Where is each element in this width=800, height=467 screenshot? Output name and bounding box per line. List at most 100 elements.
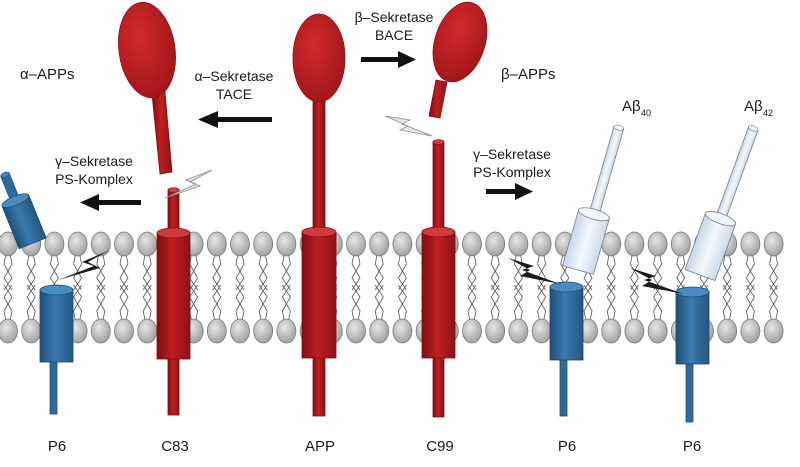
lipid-head: [230, 231, 250, 257]
abeta42-label-main: Aβ: [744, 98, 763, 115]
p6-mid-label: P6: [558, 438, 576, 455]
lipid-head: [647, 231, 668, 257]
lipid-tail: [189, 284, 199, 324]
gamma-cleavage-bolt-mid: [508, 258, 560, 284]
p6-left-fragment: [39, 284, 74, 415]
lipid-tail: [606, 251, 616, 291]
lipid-head: [531, 318, 552, 344]
lipid-head: [230, 318, 250, 344]
gamma-cleavage-bolt-right: [630, 268, 684, 294]
lipid-tail: [119, 284, 129, 324]
lipid-head: [392, 231, 413, 257]
lipid-tail: [745, 284, 755, 324]
lipid-tail: [351, 251, 361, 291]
lipid-head: [392, 318, 413, 344]
lipid-tail: [676, 251, 686, 291]
alpha-cleavage-bolt: [164, 169, 213, 199]
p6-right-label: P6: [683, 438, 701, 455]
alpha-apps-label: α–APPs: [20, 66, 75, 83]
p6-right-fragment: [675, 286, 710, 423]
lipid-head: [276, 318, 297, 344]
lipid-tail: [3, 284, 13, 324]
lipid-head: [369, 318, 390, 344]
arrow-gamma-sekretase-right: [486, 183, 533, 200]
tace-label: TACE: [216, 86, 252, 102]
lipid-tail: [513, 284, 523, 324]
lipid-tail: [212, 284, 222, 324]
lipid-tail: [73, 251, 83, 291]
lipid-bilayer: [0, 231, 784, 344]
lipid-tail: [96, 251, 106, 291]
alpha-apps-domain: [118, 1, 176, 175]
lipid-tail: [722, 251, 732, 291]
app-label: APP: [305, 438, 335, 455]
lipid-head: [508, 231, 529, 257]
lipid-tail: [745, 251, 755, 291]
lipid-head: [763, 231, 784, 257]
p6-left-label: P6: [48, 438, 66, 455]
bace-label: BACE: [375, 27, 413, 43]
lipid-head: [740, 231, 761, 257]
lipid-head: [67, 231, 88, 257]
lipid-head: [206, 318, 227, 344]
arrow-gamma-sekretase-left: [80, 194, 141, 211]
lipid-tail: [537, 284, 547, 324]
lipid-tail: [490, 284, 500, 324]
lipid-head: [624, 318, 645, 344]
beta-cleavage-bolt: [384, 115, 433, 137]
lipid-tail: [189, 251, 199, 291]
lipid-tail: [235, 251, 245, 291]
lipid-head: [21, 318, 42, 344]
ps-komplex-left-label: PS-Komplex: [55, 171, 133, 187]
lipid-head: [601, 318, 622, 344]
lipid-head: [206, 231, 227, 257]
arrow-alpha-sekretase: [198, 111, 272, 128]
lipid-tail: [653, 284, 663, 324]
lipid-head: [346, 318, 366, 344]
abeta40-label: Aβ 40: [622, 98, 651, 118]
lipid-tail: [629, 284, 639, 324]
p6-mid-fragment: [549, 281, 584, 417]
c99-fragment: [421, 139, 456, 418]
lipid-tail: [3, 251, 13, 291]
lipid-head: [369, 231, 390, 257]
lipid-head: [90, 231, 111, 257]
c83-label: C83: [161, 438, 189, 455]
lipid-tail: [490, 251, 500, 291]
gamma-sekretase-left-label: γ–Sekretase: [55, 153, 133, 169]
lipid-head: [670, 231, 691, 257]
lipid-head: [740, 318, 761, 344]
lipid-tail: [537, 251, 547, 291]
lipid-tail: [258, 284, 268, 324]
lipid-head: [763, 318, 784, 344]
lipid-tail: [722, 284, 732, 324]
lipid-head: [462, 318, 482, 344]
alpha-sekretase-label: α–Sekretase: [195, 68, 274, 84]
abeta42-label-sub: 42: [763, 108, 773, 118]
c99-label: C99: [426, 438, 454, 455]
lipid-head: [114, 231, 134, 257]
lipid-tail: [583, 284, 593, 324]
lipid-tail: [26, 251, 36, 291]
abeta42-peptide: [684, 125, 759, 281]
lipid-tail: [374, 284, 384, 324]
beta-apps-label: β–APPs: [501, 66, 556, 83]
lipid-tail: [142, 284, 152, 324]
lipid-head: [90, 318, 111, 344]
lipid-tail: [26, 284, 36, 324]
lipid-head: [114, 318, 134, 344]
ps-komplex-right-label: PS-Komplex: [473, 164, 551, 180]
c83-fragment: [156, 187, 191, 416]
lipid-tail: [49, 251, 59, 291]
lipid-tail: [235, 284, 245, 324]
lipid-tail: [142, 251, 152, 291]
p6-released-fragment: [0, 171, 47, 250]
lipid-tail: [606, 284, 616, 324]
lipid-head: [717, 318, 738, 344]
lipid-tail: [397, 284, 407, 324]
lipid-tail: [374, 251, 384, 291]
lipid-tail: [629, 251, 639, 291]
lipid-head: [508, 318, 529, 344]
lipid-tail: [769, 251, 779, 291]
